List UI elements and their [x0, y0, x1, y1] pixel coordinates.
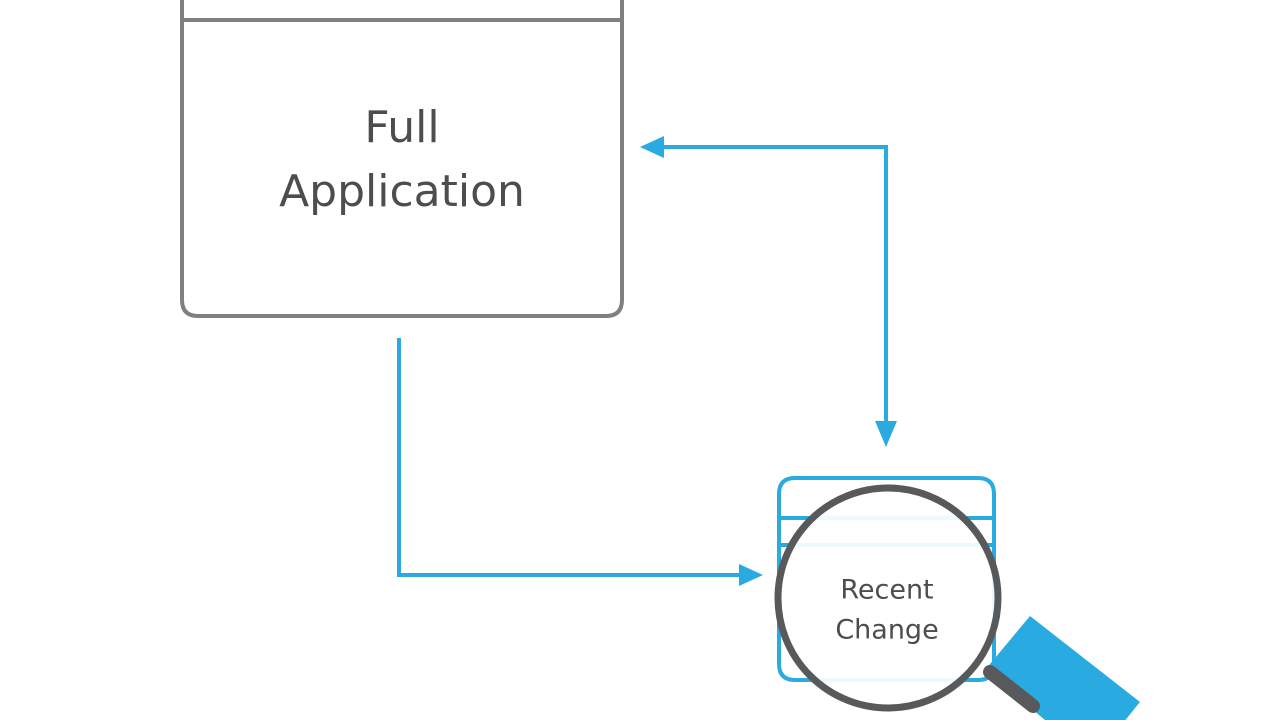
arrow-full-to-recent [397, 338, 763, 586]
arrow-recent-to-full-head-left [640, 136, 664, 158]
recent-change-label-line1: Recent [840, 575, 933, 606]
recent-change-labels: Recent Change [835, 575, 938, 646]
arrow-recent-to-full-head-down [875, 421, 897, 447]
full-application-box [180, 0, 624, 318]
arrow-full-to-recent-path [397, 338, 742, 577]
magnifying-glass-icon [774, 484, 1140, 720]
arrow-full-to-recent-head [739, 564, 763, 586]
magnifier-lens [774, 484, 1002, 712]
arrow-recent-to-full [640, 136, 897, 447]
full-application-label-line2: Application [279, 166, 525, 217]
arrow-recent-to-full-path [661, 145, 888, 425]
recent-change-label-line2: Change [835, 615, 938, 646]
magnifier-neck [983, 665, 1040, 713]
magnifier-handle [985, 616, 1140, 720]
node-full-application[interactable]: Full Application [180, 0, 624, 318]
full-application-label-line1: Full [364, 102, 439, 153]
